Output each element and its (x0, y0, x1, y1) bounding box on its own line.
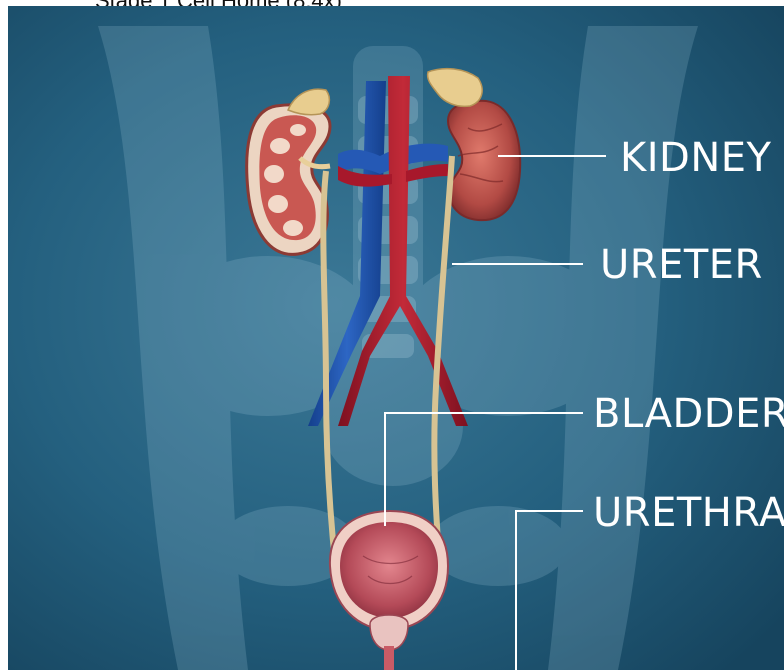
label-kidney: KIDNEY (620, 135, 772, 181)
bladder (330, 511, 448, 630)
label-urethra: URETHRA (593, 490, 784, 536)
urethra (384, 646, 394, 670)
urinary-system-illustration: KIDNEY URETER BLADDER URETHRA (8, 6, 784, 670)
label-ureter: URETER (600, 242, 763, 288)
label-bladder: BLADDER (593, 391, 784, 437)
